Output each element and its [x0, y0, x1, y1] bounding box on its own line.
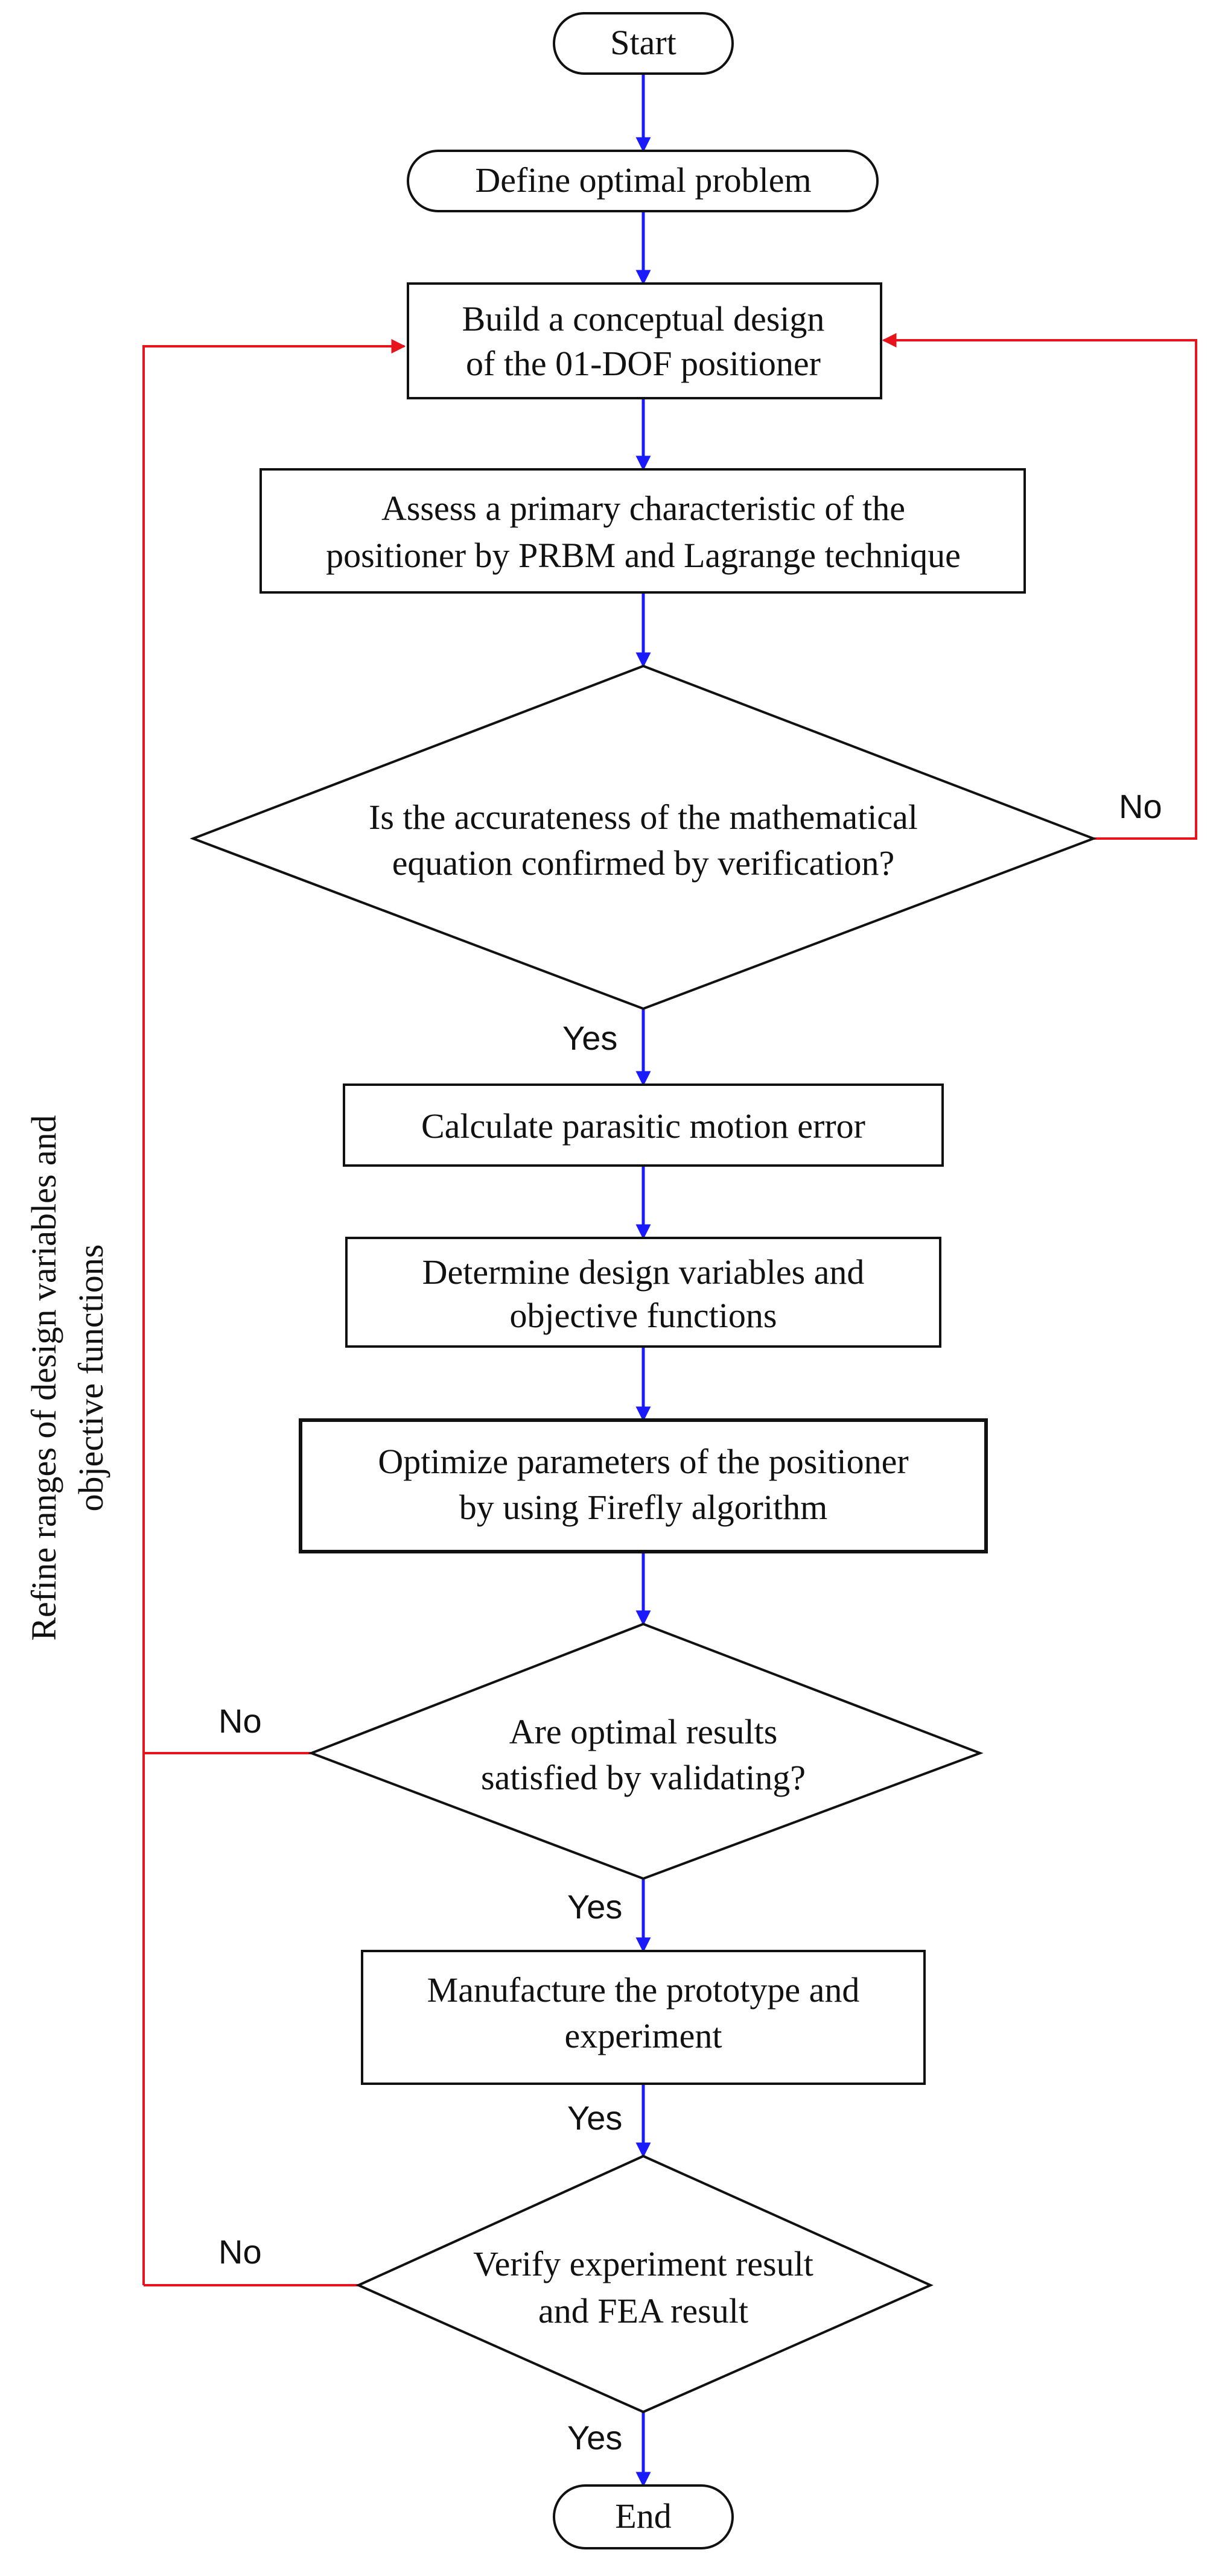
- build-label-line-1: Build a conceptual design: [462, 299, 825, 338]
- manufacture-box: [361, 1950, 926, 2085]
- edge-label-verify-exp-no: No: [218, 2233, 262, 2271]
- node-start: Start: [553, 12, 734, 75]
- start-terminal: [553, 12, 734, 75]
- manufacture-label-line-2: experiment: [565, 2016, 722, 2055]
- define-label: Define optimal problem: [475, 160, 811, 200]
- node-verify-experiment: Verify experiment result and FEA result: [355, 2154, 934, 2414]
- node-validate-results: Are optimal results satisfied by validat…: [308, 1622, 984, 1880]
- node-determine-variables: Determine design variables and objective…: [345, 1237, 941, 1348]
- verify-exp-label-line-2: and FEA result: [538, 2291, 748, 2330]
- validate-label-line-1: Are optimal results: [509, 1712, 778, 1751]
- feedback-arrow-verify-eq-no: [882, 333, 1197, 840]
- node-build-design: Build a conceptual design of the 01-DOF …: [407, 282, 882, 399]
- assess-label-line-1: Assess a primary characteristic of the: [381, 489, 905, 528]
- verify-exp-label-line-1: Verify experiment result: [473, 2244, 813, 2283]
- side-label: Refine ranges of design variables and ob…: [24, 1115, 110, 1640]
- optimize-label-line-2: by using Firefly algorithm: [459, 1488, 828, 1527]
- verify-exp-decision: [355, 2154, 934, 2414]
- define-terminal: [407, 150, 879, 212]
- node-manufacture-prototype: Manufacture the prototype and experiment: [361, 1950, 926, 2085]
- edge-label-manufacture-yes: Yes: [567, 2099, 622, 2137]
- determine-box: [345, 1237, 941, 1348]
- edge-label-verify-eq-yes: Yes: [562, 1019, 617, 1057]
- feedback-connectors: [142, 333, 1197, 2286]
- edge-label-validate-yes: Yes: [567, 1888, 622, 1926]
- validate-label-line-2: satisfied by validating?: [481, 1758, 806, 1797]
- node-verify-equation: Is the accurateness of the mathematical …: [189, 664, 1097, 1010]
- calc-label: Calculate parasitic motion error: [421, 1106, 865, 1146]
- calc-box: [343, 1083, 944, 1167]
- validate-decision: [308, 1622, 984, 1880]
- assess-box: [259, 468, 1026, 594]
- end-terminal: [553, 2484, 734, 2549]
- edge-label-verify-eq-no: No: [1119, 787, 1162, 825]
- node-define-problem: Define optimal problem: [407, 150, 879, 212]
- optimize-label-line-1: Optimize parameters of the positioner: [378, 1442, 908, 1481]
- side-label-line-2: objective functions: [71, 1245, 110, 1512]
- verify-eq-label-line-2: equation confirmed by verification?: [392, 843, 895, 883]
- start-label: Start: [610, 23, 676, 62]
- determine-label-line-2: objective functions: [510, 1296, 777, 1335]
- determine-label-line-1: Determine design variables and: [422, 1252, 865, 1292]
- edge-label-validate-no: No: [218, 1702, 262, 1740]
- node-end: End: [553, 2484, 734, 2549]
- node-assess-characteristic: Assess a primary characteristic of the p…: [259, 468, 1026, 594]
- build-box: [407, 282, 882, 399]
- assess-label-line-2: positioner by PRBM and Lagrange techniqu…: [326, 536, 961, 575]
- node-calculate-error: Calculate parasitic motion error: [343, 1083, 944, 1167]
- end-label: End: [615, 2496, 671, 2536]
- node-optimize-parameters: Optimize parameters of the positioner by…: [299, 1418, 988, 1553]
- verify-eq-decision: [189, 664, 1097, 1010]
- edge-labels: No Yes No Yes Yes No Yes: [218, 787, 1162, 2457]
- manufacture-label-line-1: Manufacture the prototype and: [427, 1970, 860, 2010]
- build-label-line-2: of the 01-DOF positioner: [466, 344, 821, 383]
- feedback-left-rail: [142, 339, 406, 2285]
- edge-label-verify-exp-yes: Yes: [567, 2419, 622, 2457]
- optimize-box: [299, 1418, 988, 1553]
- verify-eq-label-line-1: Is the accurateness of the mathematical: [369, 798, 918, 837]
- side-label-line-1: Refine ranges of design variables and: [24, 1115, 63, 1640]
